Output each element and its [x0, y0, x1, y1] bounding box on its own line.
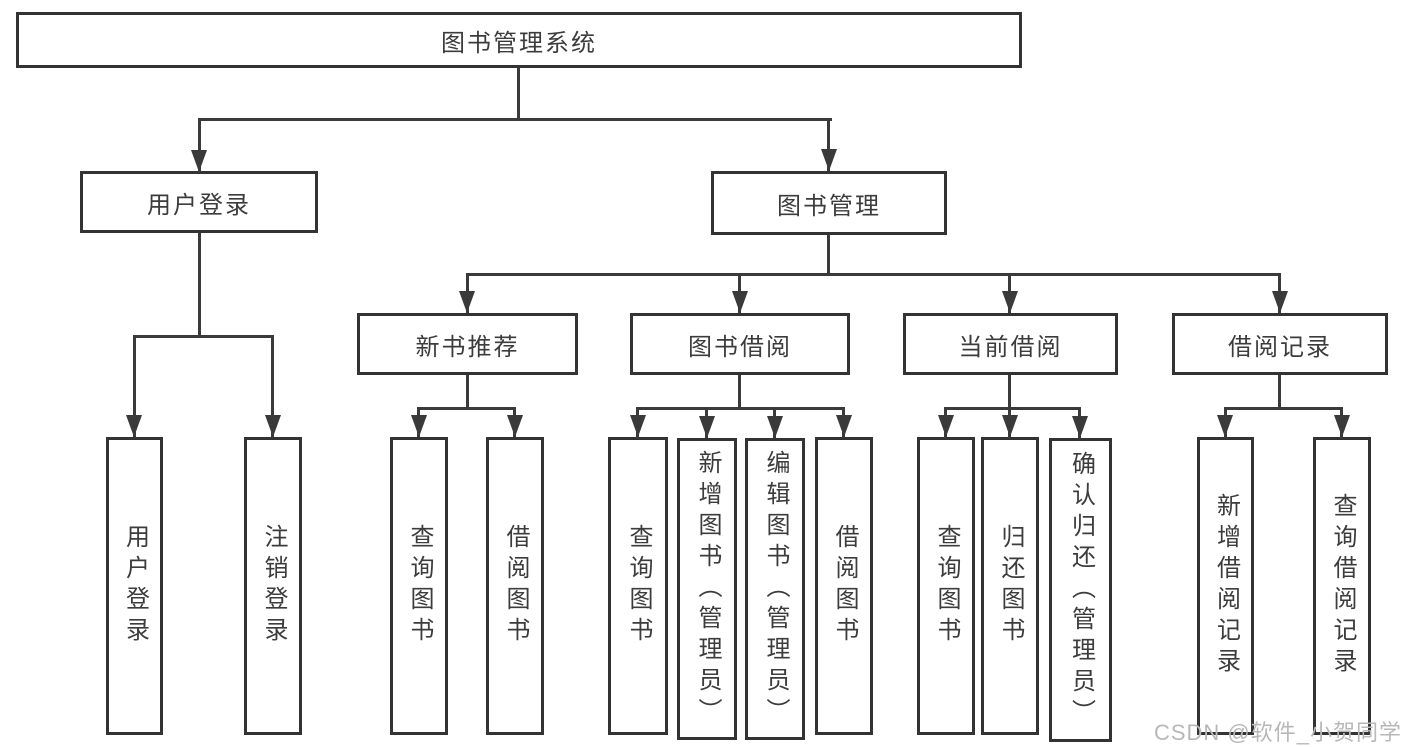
node-root: 图书管理系统 — [16, 12, 1022, 68]
leaf-logout: 注销登录 — [244, 437, 302, 735]
arrowhead — [507, 415, 523, 437]
connector-line — [198, 233, 201, 337]
connector-line — [1278, 375, 1281, 409]
node-current-borrow: 当前借阅 — [903, 313, 1118, 375]
node-label: 图书借阅 — [688, 333, 792, 361]
arrowhead — [938, 415, 954, 437]
connector-line — [133, 335, 136, 437]
connector-line — [636, 407, 844, 410]
leaf-add-book-admin: 新增图书（管理员） — [677, 438, 737, 740]
connector-line — [198, 118, 201, 172]
arrowhead — [732, 291, 748, 313]
arrowhead — [1072, 416, 1088, 438]
node-label: 图书管理 — [777, 192, 881, 220]
connector-line — [466, 375, 469, 409]
node-label: 用户登录 — [147, 191, 251, 219]
node-new-book-recommend: 新书推荐 — [357, 313, 578, 375]
watermark: CSDN @软件_小贺同学 — [1153, 720, 1402, 745]
arrowhead — [1002, 415, 1018, 437]
leaf-query-borrow-record: 查询借阅记录 — [1313, 437, 1371, 735]
connector-line — [738, 375, 741, 409]
arrowhead — [1334, 415, 1350, 437]
arrowhead — [1272, 291, 1288, 313]
connector-line — [417, 407, 516, 410]
leaf-edit-book-admin: 编辑图书（管理员） — [745, 438, 805, 740]
node-label: 新书推荐 — [415, 333, 520, 361]
connector-line — [517, 68, 520, 120]
connector-line — [198, 118, 832, 121]
node-label: 当前借阅 — [958, 333, 1063, 361]
connector-line — [133, 335, 274, 338]
leaf-add-borrow-record: 新增借阅记录 — [1197, 437, 1254, 735]
node-book-borrow: 图书借阅 — [630, 313, 850, 375]
leaf-query-books-current: 查询图书 — [917, 437, 975, 735]
leaf-label: 确认归还（管理员） — [1067, 450, 1095, 730]
arrowhead — [459, 291, 475, 313]
leaf-user-login: 用户登录 — [106, 437, 163, 735]
connector-line — [466, 273, 1281, 276]
node-label: 图书管理系统 — [441, 29, 597, 57]
leaf-label: 借阅图书 — [502, 524, 529, 648]
leaf-label: 查询图书 — [933, 524, 960, 648]
arrowhead — [630, 415, 646, 437]
arrowhead — [265, 415, 281, 437]
connector-line — [1224, 407, 1343, 410]
node-borrow-records: 借阅记录 — [1172, 313, 1388, 375]
node-label: 借阅记录 — [1228, 333, 1332, 361]
connector-line — [827, 235, 830, 275]
leaf-label: 新增图书（管理员） — [694, 449, 721, 729]
leaf-label: 借阅图书 — [831, 524, 858, 648]
node-book-management: 图书管理 — [711, 171, 947, 235]
arrowhead — [836, 415, 852, 437]
arrowhead — [1002, 291, 1018, 313]
leaf-label: 查询图书 — [625, 524, 652, 648]
leaf-label: 注销登录 — [260, 524, 287, 648]
leaf-label: 用户登录 — [121, 524, 149, 648]
arrowhead — [699, 416, 715, 438]
connector-line — [271, 335, 274, 437]
arrowhead — [126, 415, 142, 437]
leaf-confirm-return-admin: 确认归还（管理员） — [1049, 438, 1112, 742]
connector-line — [1008, 375, 1011, 409]
leaf-borrow-books: 借阅图书 — [815, 437, 873, 735]
node-user-login: 用户登录 — [80, 171, 318, 233]
leaf-label: 新增借阅记录 — [1212, 493, 1240, 679]
leaf-query-books-recommend: 查询图书 — [390, 437, 448, 735]
connector-line — [944, 407, 1081, 410]
arrowhead — [191, 150, 207, 172]
leaf-query-books-borrow: 查询图书 — [608, 437, 668, 735]
leaf-borrow-books-recommend: 借阅图书 — [486, 437, 544, 735]
arrowhead — [821, 149, 837, 171]
leaf-label: 归还图书 — [997, 524, 1024, 648]
leaf-return-books: 归还图书 — [981, 437, 1039, 735]
connector-line — [827, 118, 830, 171]
leaf-label: 查询图书 — [406, 524, 433, 648]
arrowhead — [767, 416, 783, 438]
leaf-label: 查询借阅记录 — [1329, 493, 1356, 679]
arrowhead — [411, 415, 427, 437]
arrowhead — [1217, 415, 1233, 437]
leaf-label: 编辑图书（管理员） — [762, 449, 789, 729]
